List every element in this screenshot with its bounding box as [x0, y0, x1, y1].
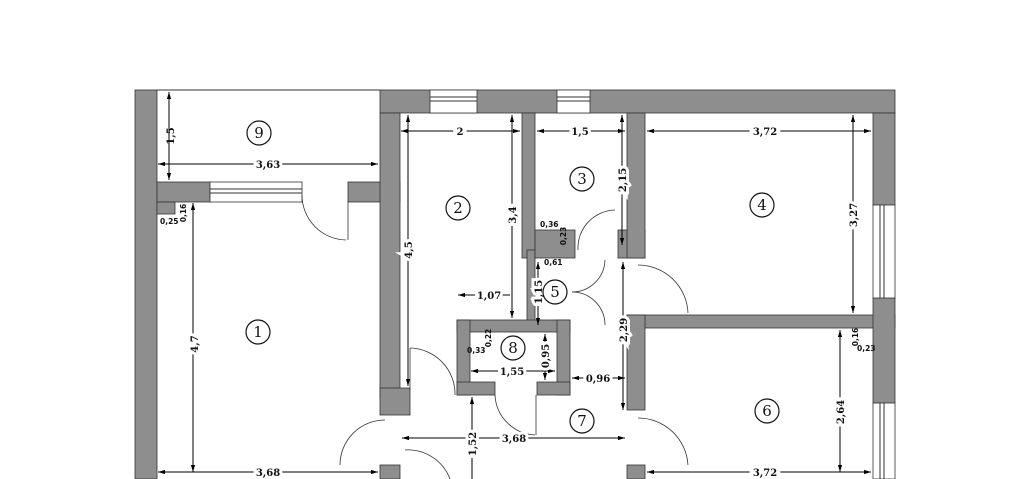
- svg-text:4: 4: [757, 196, 767, 214]
- room-9-marker: 9: [246, 120, 272, 146]
- dim-r8-step-w: 0,33: [467, 346, 486, 355]
- dim-r4-height: 3,27: [849, 203, 860, 227]
- dim-r1-step-h: 0,16: [179, 204, 188, 223]
- dim-r2-height: 4,5: [404, 241, 415, 258]
- dim-r3-height: 2,15: [618, 168, 629, 192]
- dim-r7-gap: 0,96: [586, 374, 610, 385]
- room-markers: 1 2 3 4 5 6 7 8 9: [245, 120, 780, 434]
- svg-text:9: 9: [254, 124, 264, 142]
- dim-r3-width: 1,5: [571, 127, 588, 138]
- dim-r9-width: 3,63: [256, 160, 280, 171]
- dim-r2-inner: 3,4: [508, 206, 519, 223]
- svg-text:3: 3: [577, 170, 587, 188]
- room-8-marker: 8: [500, 335, 526, 361]
- dim-r7-width: 3,68: [502, 434, 526, 445]
- svg-text:1: 1: [253, 323, 263, 341]
- room-1-marker: 1: [245, 319, 271, 345]
- dim-r5-step: 0,61: [544, 258, 563, 267]
- dim-r6-width: 3,72: [753, 468, 777, 479]
- dim-r1-step-w: 0,25: [160, 217, 179, 226]
- dim-r2-offset: 1,07: [477, 291, 501, 302]
- room-3-marker: 3: [569, 166, 595, 192]
- svg-text:2: 2: [453, 199, 463, 217]
- dim-r8-width: 1,55: [500, 367, 524, 378]
- room-5-marker: 5: [542, 279, 568, 305]
- walls: [134, 89, 896, 479]
- dimension-lines: [158, 92, 871, 479]
- windows: [209, 89, 896, 479]
- dim-r9-height: 1,5: [166, 127, 177, 144]
- dim-r2-width: 2: [457, 127, 464, 138]
- dim-r7-corridor: 2,29: [619, 318, 630, 342]
- dim-r3-step-w: 0,36: [540, 220, 559, 229]
- dim-r1-height: 4,7: [190, 335, 201, 352]
- svg-text:8: 8: [508, 339, 518, 357]
- dim-r8-height: 0,95: [541, 344, 552, 368]
- dim-r7-height: 1,52: [468, 432, 479, 456]
- room-7-marker: 7: [569, 408, 595, 434]
- room-4-marker: 4: [749, 192, 775, 218]
- svg-text:6: 6: [762, 402, 772, 420]
- dim-r4-width: 3,72: [753, 127, 777, 138]
- dim-r1-width: 3,68: [256, 468, 280, 479]
- dim-r8-step-h: 0,22: [484, 329, 493, 348]
- dimension-labels: 1,5 3,63 0,16 0,25 4,7 3,68 2 4,5 3,4 1,…: [160, 123, 876, 479]
- svg-text:7: 7: [577, 412, 587, 430]
- dim-r5-height: 1,15: [534, 280, 545, 304]
- svg-text:5: 5: [550, 283, 560, 301]
- dim-r6-step-w: 0,23: [857, 344, 876, 353]
- dim-r6-height: 2,64: [836, 400, 847, 424]
- room-2-marker: 2: [445, 195, 471, 221]
- dim-r3-step-h: 0,23: [559, 227, 568, 246]
- room-6-marker: 6: [754, 398, 780, 424]
- dim-r6-step-h: 0,16: [851, 328, 860, 347]
